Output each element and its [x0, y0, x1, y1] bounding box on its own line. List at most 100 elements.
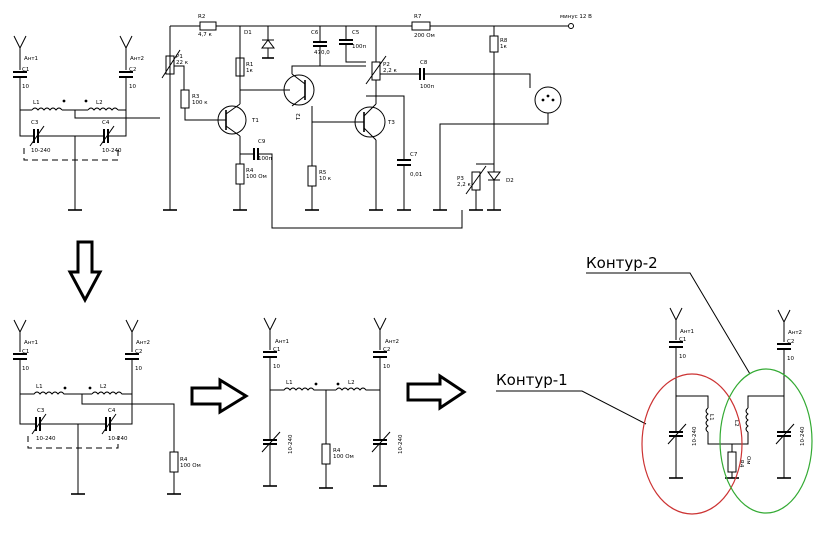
- c7-label: C7: [410, 152, 418, 158]
- p3-label: P3: [457, 176, 464, 182]
- stage3-r4-value: 100 Ом: [333, 454, 354, 460]
- stage2-c3-value: 10-240: [36, 436, 56, 442]
- c2-value: 10: [129, 84, 136, 90]
- stage4-l1-label: L1: [708, 414, 714, 421]
- stage4-ant1-label: Ант1: [680, 329, 694, 335]
- stage2-r4-value: 100 Ом: [180, 463, 201, 469]
- c9-value: 100п: [258, 156, 272, 162]
- antenna-2-top: Ант2 C2 10: [119, 35, 144, 110]
- stage3-c1-label: C1: [273, 347, 280, 353]
- contour-1-ellipse: [641, 373, 743, 515]
- p3-value: 2,2 к: [457, 182, 471, 188]
- variable-caps-top: C3 10-240 C4 10-240: [19, 110, 127, 211]
- arrow-right-2: [406, 373, 467, 411]
- stage3-l1-label: L1: [286, 380, 293, 386]
- c9-label: C9: [258, 139, 266, 145]
- supply-label: минус 12 В: [560, 14, 592, 20]
- stage2-c2-label: C2: [135, 349, 142, 355]
- p1-label: P1: [176, 54, 183, 60]
- l2-label: L2: [96, 100, 103, 106]
- c6-value: 470,0: [314, 50, 330, 56]
- stage3-c4-value: 10-240: [398, 434, 404, 454]
- l1-label: L1: [33, 100, 40, 106]
- c7: C7 0,01: [397, 152, 422, 211]
- d2-label: D2: [506, 178, 514, 184]
- p2-c8: P2 2,2 к C8 100п: [365, 26, 531, 160]
- stage3-l2-label: L2: [348, 380, 355, 386]
- stage4-c3-value: 10-240: [692, 426, 698, 446]
- stage2-l1-label: L1: [36, 384, 43, 390]
- arrow-right-1: [190, 377, 249, 415]
- c5-label: C5: [352, 30, 360, 36]
- r2-label: R2: [198, 14, 205, 20]
- r5-value: 10 к: [319, 176, 332, 182]
- t2-label: T2: [296, 113, 302, 121]
- stage2-ant1-label: Ант1: [24, 340, 38, 346]
- stage3-ant2-label: Ант2: [385, 339, 399, 345]
- d1-label: D1: [244, 30, 252, 36]
- c4-label: C4: [102, 120, 110, 126]
- contour-2-ellipse: [719, 368, 813, 514]
- stage4-c2-label: C2: [787, 339, 794, 345]
- r1-value: 1к: [246, 68, 253, 74]
- r8-p3-d2: R8 1к P3 2,2 к D2: [457, 26, 514, 211]
- antenna-1-label: Ант1: [24, 56, 38, 62]
- c6-label: C6: [311, 30, 319, 36]
- stage4-ant2-label: Ант2: [788, 330, 802, 336]
- stage2-c3-label: C3: [37, 408, 45, 414]
- c1-value: 10: [22, 84, 29, 90]
- c1-label: C1: [22, 67, 29, 73]
- stage3-ant1-label: Ант1: [275, 339, 289, 345]
- stage4-c2-value: 10: [787, 356, 794, 362]
- r7-value: 200 Ом: [414, 33, 435, 39]
- antenna-1-top: Ант1 C1 10: [13, 35, 38, 110]
- c3-value: 10-240: [31, 148, 51, 154]
- stage-2-schematic: Ант1 C1 10 Ант2 C2 10 L1 L2 R4 100 Ом C3…: [13, 319, 201, 495]
- r5: R5 10 к: [305, 121, 358, 211]
- stage4-c4-value: 10-240: [800, 426, 806, 446]
- stage4-r4-label: R4: [738, 460, 744, 468]
- p1-r3: P1 22 к R3 100 к: [161, 49, 218, 121]
- r4-label: R4: [246, 168, 254, 174]
- arrow-down: [67, 240, 103, 304]
- stage3-c2-label: C2: [383, 347, 390, 353]
- supply-rail: R2 4,7 к R7 200 Ом минус 12 В: [163, 14, 592, 211]
- stage4-l2-label: L2: [733, 420, 739, 427]
- p2-label: P2: [383, 62, 390, 68]
- t1-label: T1: [251, 118, 259, 124]
- stage-4-schematic: Контур-2 Контур-1 Ант1 C1 10 10-240 Ант2…: [496, 254, 813, 515]
- r3-value: 100 к: [192, 100, 208, 106]
- stage2-ant2-label: Ант2: [136, 340, 150, 346]
- stage3-c3-value: 10-240: [288, 434, 294, 454]
- stage3-c1-value: 10: [273, 364, 280, 370]
- transistor-t1: T1: [217, 26, 259, 164]
- c5-value: 100п: [352, 44, 366, 50]
- stage2-c2-value: 10: [135, 366, 142, 372]
- r8-label: R8: [500, 38, 508, 44]
- stage2-r4-label: R4: [180, 457, 188, 463]
- stage2-c1-value: 10: [22, 366, 29, 372]
- r3-label: R3: [192, 94, 200, 100]
- r1-label: R1: [246, 62, 253, 68]
- stage2-c1-label: C1: [22, 349, 29, 355]
- stage4-c1-value: 10: [679, 354, 686, 360]
- transistor-t2: T2: [240, 65, 315, 122]
- stage4-c1-label: C1: [679, 337, 686, 343]
- p1-value: 22 к: [176, 60, 189, 66]
- c7-value: 0,01: [410, 172, 422, 178]
- r4-value: 100 Ом: [246, 174, 267, 180]
- contour-1-label: Контур-1: [496, 371, 568, 389]
- stage3-c2-value: 10: [383, 364, 390, 370]
- output-jack: [433, 86, 562, 211]
- r4-c9: C9 100п R4 100 Ом: [233, 139, 463, 229]
- r8-value: 1к: [500, 44, 507, 50]
- p2-value: 2,2 к: [383, 68, 397, 74]
- r5-label: R5: [319, 170, 327, 176]
- stage2-l2-label: L2: [100, 384, 107, 390]
- c2-label: C2: [129, 67, 136, 73]
- stage3-r4-label: R4: [333, 448, 341, 454]
- r2-value: 4,7 к: [198, 32, 212, 38]
- coils-top: L1 L2: [20, 99, 160, 119]
- r7-label: R7: [414, 14, 422, 20]
